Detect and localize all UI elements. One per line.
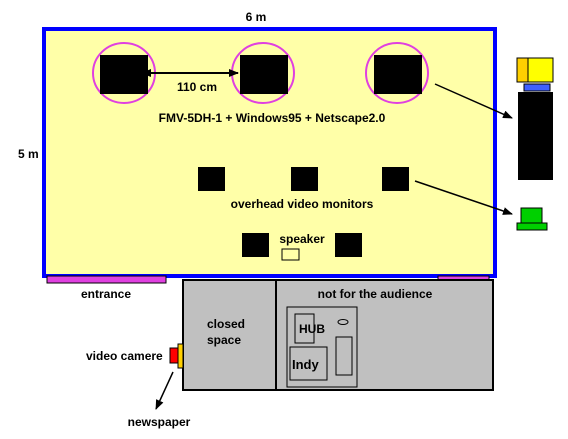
entrance-label: entrance	[81, 287, 131, 301]
height-dimension-label: 5 m	[18, 147, 39, 161]
rack-drive-bay	[335, 336, 353, 376]
video-camera-label: video camere	[86, 349, 163, 363]
monitors-caption: overhead video monitors	[231, 197, 374, 211]
rack-indicator-light	[337, 319, 349, 325]
arrow-to-tower	[434, 83, 513, 119]
system-caption: FMV-5DH-1 + Windows95 + Netscape2.0	[159, 111, 386, 125]
indy-box	[289, 346, 328, 381]
arrow-to-laptop	[414, 180, 513, 215]
restricted-area-label: not for the audience	[318, 287, 433, 301]
entrance-door	[46, 275, 167, 284]
overhead-monitor-1	[198, 167, 225, 191]
indy-label: Indy	[292, 357, 319, 372]
newspaper-label: newspaper	[128, 415, 191, 429]
computer-tower	[518, 92, 553, 180]
speaker-right	[335, 233, 362, 257]
back-rooms	[182, 279, 494, 391]
hub-label: HUB	[299, 322, 325, 336]
laptop-screen	[520, 207, 543, 224]
overhead-monitor-2	[291, 167, 318, 191]
speaker-caption: speaker	[279, 232, 325, 246]
workstation-monitor-1	[100, 55, 148, 94]
workstation-monitor-3	[374, 55, 422, 94]
equipment-rack	[286, 306, 358, 388]
video-camera-mount	[177, 343, 184, 369]
closed-space-line1: closed	[207, 317, 245, 331]
workstation-circle-3	[365, 42, 429, 104]
closed-space-line2: space	[207, 333, 241, 347]
overhead-monitor-3	[382, 167, 409, 191]
width-dimension-label: 6 m	[246, 10, 267, 24]
speaker-left	[242, 233, 269, 257]
projector-base	[523, 83, 551, 92]
center-speaker	[281, 248, 300, 261]
laptop-base	[516, 222, 548, 231]
newspaper-arrow	[155, 371, 174, 410]
workstation-monitor-2	[240, 55, 288, 94]
projector-body	[527, 57, 554, 83]
spacing-label: 110 cm	[177, 80, 217, 94]
hub-box	[294, 313, 315, 344]
